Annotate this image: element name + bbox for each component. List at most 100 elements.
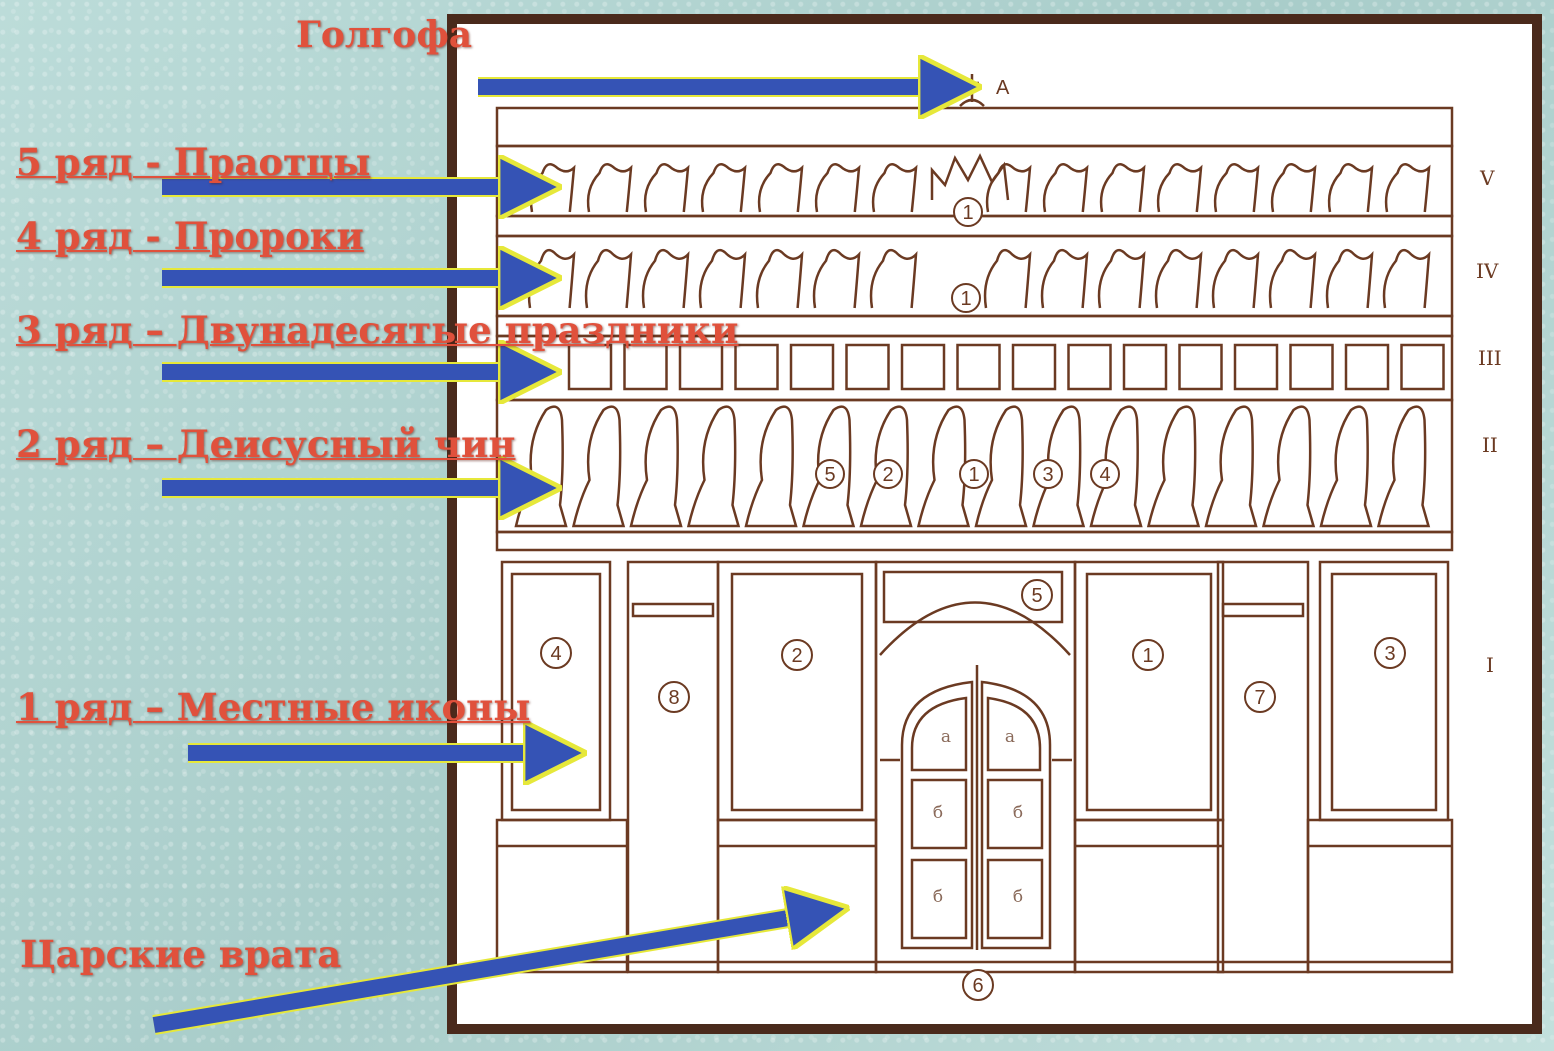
row5-forefather-figure [529,163,576,213]
row5-forefather-figure [1270,163,1317,213]
marker-local-4: 4 [540,637,572,669]
feast-icon-square [1289,343,1334,391]
base-left-2 [716,818,878,974]
marker-local-8: 8 [658,681,690,713]
svg-text:1: 1 [968,464,979,486]
deesis-figure [571,405,626,528]
gate-panel-b-left-1: б [933,803,943,823]
deesis-figure [629,405,683,528]
row5-forefather-figure [1213,163,1260,213]
label-royal-gates: Царские врата [20,932,342,976]
svg-text:4: 4 [550,643,561,665]
row-numeral-3: III [1478,346,1502,370]
row5-forefather-figure [1384,163,1431,213]
gate-panel-a-right: а [1005,727,1015,747]
marker-row5-center: 1 [953,197,983,227]
row4-prophet-figure [698,248,747,309]
deesis-figure [1319,405,1373,528]
row4-prophet-figure [527,248,576,309]
deesis-figure [1204,405,1258,528]
row-numeral-5: V [1479,166,1495,190]
deesis-figure [916,405,971,528]
cross-icon [959,74,985,107]
svg-text:5: 5 [824,464,835,486]
svg-text:2: 2 [882,464,893,486]
row5-forefather-figure [757,163,804,213]
row5-forefather-figure [871,163,918,213]
local-icon-4 [510,572,602,812]
svg-text:1: 1 [960,288,971,310]
marker-local-7: 7 [1244,681,1276,713]
row5-forefather-figure [586,163,633,213]
row5-forefather-figure [985,163,1032,213]
feast-icon-square [900,343,946,391]
gate-panel-b-right-1: б [1013,803,1023,823]
row4-prophet-figure [1268,248,1317,309]
svg-text:4: 4 [1099,464,1110,486]
deesis-figure [974,405,1028,528]
row4-prophet-figure [983,248,1032,309]
royal-gates-bay [874,560,1077,974]
gate-panel-a-left: а [941,727,951,747]
row5-forefather-figure [1099,163,1146,213]
feast-icon-square [678,343,724,391]
svg-text:6: 6 [972,975,983,997]
svg-text:1: 1 [1142,645,1153,667]
feast-icon-square [789,343,835,391]
marker-local-2: 2 [781,639,813,671]
deesis-figure [686,405,741,528]
local-bay-1 [1073,560,1225,822]
feast-icon-square [1344,343,1390,391]
feast-icon-square [1067,343,1112,391]
label-row1: 1 ряд – Местные иконы [16,685,531,729]
royal-gates-arch [879,601,1071,656]
svg-text:7: 7 [1254,687,1265,709]
feast-icon-square [1122,343,1168,391]
local-icon-3 [1330,572,1438,812]
arrow-royal-gates [152,913,818,1035]
local-bay-7 [1216,560,1310,974]
deesis-figure [1376,405,1431,528]
marker-local-6: 6 [962,969,994,1001]
deesis-figure [1146,405,1201,528]
svg-text:2: 2 [791,645,802,667]
row5-forefather-figure [700,163,747,213]
row5-forefather-figure [1327,163,1374,213]
local-bay-8-top [631,602,715,618]
marker-deesis-2: 2 [873,459,903,489]
top-marker: А [996,77,1010,99]
svg-text:3: 3 [1042,464,1053,486]
deesis-figure [514,405,568,528]
row4-prophet-figure [641,248,690,309]
royal-gate-right [980,680,1052,950]
local-bay-3 [1318,560,1450,822]
deesis-figure [859,405,913,528]
label-row2: 2 ряд – Деисусный чин [16,422,516,466]
row5-forefather-figure [643,163,690,213]
marker-deesis-5: 5 [815,459,845,489]
label-row3: 3 ряд – Двунадесятые праздники [16,308,739,352]
svg-text:8: 8 [668,687,679,709]
row4-prophet-figure [1097,248,1146,309]
row4-prophet-figure [1040,248,1089,309]
base-left [495,818,629,974]
marker-local-5: 5 [1021,579,1053,611]
svg-text:3: 3 [1384,643,1395,665]
local-bay-7-top [1221,602,1305,618]
row4-prophet-figure [1211,248,1260,309]
base-right-2 [1306,818,1454,974]
svg-text:1: 1 [962,202,973,224]
marker-deesis-4: 4 [1090,459,1120,489]
row4-prophet-figure [1325,248,1374,309]
svg-text:5: 5 [1031,585,1042,607]
row5-forefather-figure [1156,163,1203,213]
gate-panel-b-left-2: б [933,887,943,907]
row-numeral-2: II [1482,433,1498,457]
deesis-figure [1261,405,1316,528]
row-numeral-1: I [1486,653,1494,677]
marker-deesis-1: 1 [959,459,989,489]
local-bay-2 [716,560,878,822]
local-icon-1 [1085,572,1213,812]
deesis-figure [801,405,856,528]
